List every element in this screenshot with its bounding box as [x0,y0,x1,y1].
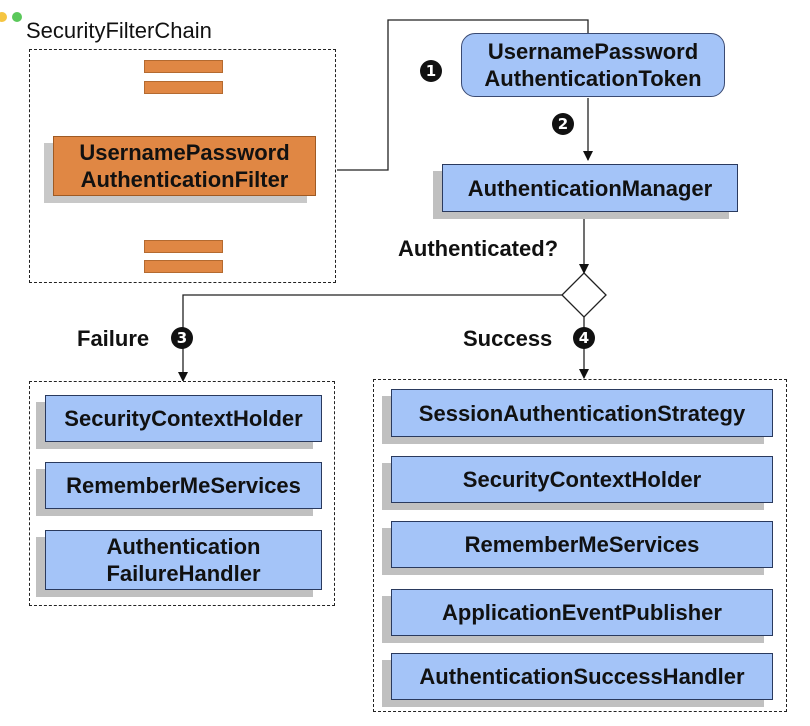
username-password-authentication-token: UsernamePassword AuthenticationToken [461,33,725,97]
filter-to-token-line [337,19,589,171]
authenticated-question-label: Authenticated? [398,236,559,261]
filter-bar [144,260,223,273]
filter-label-line1: UsernamePassword [79,140,290,165]
username-password-authentication-filter: UsernamePassword AuthenticationFilter [53,136,316,196]
failure-handler-label-line2: FailureHandler [106,561,261,586]
token-label-line1: UsernamePassword [487,39,699,64]
success-remember-me-services: RememberMeServices [391,521,773,568]
success-item-label: RememberMeServices [464,532,700,557]
filter-bar [144,240,223,253]
authentication-manager: AuthenticationManager [442,164,738,212]
failure-remember-me-services: RememberMeServices [45,462,322,509]
failure-label: Failure [77,326,150,351]
failure-item-label: RememberMeServices [66,473,301,498]
step-4-badge: 4 [573,327,595,349]
success-item-label: AuthenticationSuccessHandler [419,664,745,689]
authentication-failure-handler: Authentication FailureHandler [45,530,322,590]
step-2-badge: 2 [552,113,574,135]
filter-bar [144,81,223,94]
success-item-label: ApplicationEventPublisher [442,600,722,625]
failure-handler-label-line1: Authentication [106,534,261,559]
application-event-publisher: ApplicationEventPublisher [391,589,773,636]
filter-label-line2: AuthenticationFilter [80,167,289,192]
filter-bar [144,60,223,73]
step-3-badge: 3 [171,327,193,349]
session-authentication-strategy: SessionAuthenticationStrategy [391,389,773,437]
failure-security-context-holder: SecurityContextHolder [45,395,322,442]
chain-title: SecurityFilterChain [26,18,212,43]
decision-to-failure-arrow [178,294,562,382]
window-dot-green [12,12,22,22]
authentication-success-handler: AuthenticationSuccessHandler [391,653,773,700]
success-label: Success [463,326,553,351]
success-item-label: SessionAuthenticationStrategy [418,400,746,426]
manager-label: AuthenticationManager [467,175,713,201]
success-item-label: SecurityContextHolder [462,467,702,492]
success-security-context-holder: SecurityContextHolder [391,456,773,503]
token-label-line2: AuthenticationToken [484,66,702,91]
failure-item-label: SecurityContextHolder [64,406,303,431]
window-dot-yellow [0,12,7,22]
decision-diamond [561,272,607,318]
step-1-badge: 1 [420,60,442,82]
